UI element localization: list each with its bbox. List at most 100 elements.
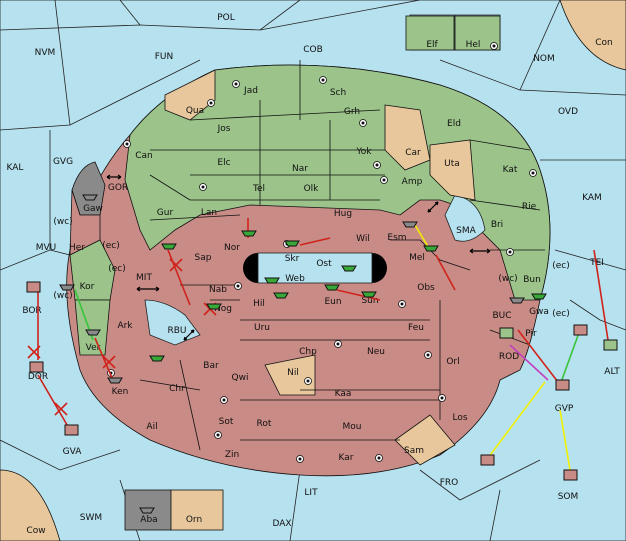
province-orn[interactable] xyxy=(170,489,224,531)
label-som: SOM xyxy=(558,492,579,502)
unit-army-red xyxy=(555,379,570,391)
supply-center-marker xyxy=(490,42,498,50)
label-lit: LIT xyxy=(304,488,318,498)
label-mit: MIT xyxy=(136,273,152,283)
label-swm: SWM xyxy=(80,513,102,523)
label-esm: Esm xyxy=(387,233,406,243)
province-qua[interactable] xyxy=(164,69,216,121)
unit-army-green xyxy=(241,230,257,237)
label-ark: Ark xyxy=(117,321,133,331)
supply-center-marker xyxy=(334,340,342,348)
label-wc-kor: (wc) xyxy=(53,291,72,301)
label-ovd: OVD xyxy=(558,107,578,117)
label-wil: Wil xyxy=(356,234,370,244)
units xyxy=(26,194,618,514)
supply-center-marker xyxy=(506,248,514,256)
label-wc-gaw: (wc) xyxy=(53,217,72,227)
unit-army-green xyxy=(361,291,377,298)
order-support-yellow xyxy=(487,381,546,459)
supply-center-marker xyxy=(375,454,383,462)
province-nil[interactable] xyxy=(264,354,316,396)
label-cow: Cow xyxy=(26,526,45,536)
unit-army-green xyxy=(341,265,357,272)
label-gvp: GVP xyxy=(555,404,574,414)
label-hel: Hel xyxy=(466,40,481,50)
label-gor: GOR xyxy=(108,183,128,193)
label-car: Car xyxy=(405,148,421,158)
label-pol: POL xyxy=(217,13,235,23)
label-eld: Eld xyxy=(447,119,461,129)
province-elf[interactable] xyxy=(405,15,455,51)
label-sot: Sot xyxy=(219,417,234,427)
supply-center-marker xyxy=(380,176,388,184)
unit-army-red xyxy=(563,469,578,481)
supply-center-marker xyxy=(529,169,537,177)
label-bri: Bri xyxy=(491,220,503,230)
label-sun: Sun xyxy=(361,296,378,306)
sea-rbu-inlet xyxy=(144,299,201,346)
label-obs: Obs xyxy=(417,283,435,293)
supply-center-marker xyxy=(220,396,228,404)
supply-center-marker xyxy=(207,99,215,107)
unit-army-green xyxy=(284,240,300,247)
label-gvg: GVG xyxy=(53,157,73,167)
label-bun: Bun xyxy=(523,275,541,285)
label-elf: Elf xyxy=(426,40,438,50)
supply-center-marker xyxy=(296,455,304,463)
province-kor[interactable] xyxy=(69,239,116,301)
order-move-red xyxy=(336,289,381,301)
label-olk: Olk xyxy=(304,184,320,194)
unit-army-green xyxy=(149,355,165,362)
unit-fleet-grey xyxy=(85,329,101,336)
label-ec-bun: (ec) xyxy=(552,261,570,271)
label-alt: ALT xyxy=(604,367,620,377)
label-web: Web xyxy=(285,274,305,284)
label-kaa: Kaa xyxy=(335,389,352,399)
order-move-red xyxy=(94,337,113,379)
label-kal: KAL xyxy=(7,163,24,173)
province-her[interactable] xyxy=(69,189,101,256)
label-hug: Hug xyxy=(334,209,352,219)
province-gaw[interactable] xyxy=(71,161,106,216)
label-nor: Nor xyxy=(224,243,240,253)
label-aba: Aba xyxy=(140,515,157,525)
label-hil: Hil xyxy=(253,299,265,309)
canal-east xyxy=(372,253,387,283)
label-elc: Elc xyxy=(217,158,230,168)
label-fun: FUN xyxy=(155,52,174,62)
order-convoy-magenta xyxy=(509,344,549,381)
province-car[interactable] xyxy=(384,104,431,171)
order-move-red xyxy=(435,254,456,291)
label-orl: Orl xyxy=(446,357,459,367)
order-support-yellow xyxy=(559,409,571,471)
label-nar: Nar xyxy=(292,164,308,174)
label-jos: Jos xyxy=(217,124,231,134)
province-sam[interactable] xyxy=(394,414,456,466)
label-uru: Uru xyxy=(254,323,270,333)
supply-center-marker xyxy=(234,282,242,290)
label-bor: BOR xyxy=(22,306,41,316)
label-sch: Sch xyxy=(330,88,346,98)
order-move-red xyxy=(37,374,71,431)
label-zin: Zin xyxy=(225,450,239,460)
province-hel[interactable] xyxy=(454,15,501,51)
label-eun: Eun xyxy=(324,297,341,307)
province-uta[interactable] xyxy=(429,139,476,201)
failed-marker xyxy=(102,355,116,369)
unit-fleet-grey xyxy=(509,297,525,304)
label-nab: Nab xyxy=(209,285,227,295)
unit-army-red xyxy=(29,361,44,373)
supply-center-marker xyxy=(359,119,367,127)
label-kar: Kar xyxy=(339,453,354,463)
label-feu: Feu xyxy=(408,323,424,333)
label-pir: Pir xyxy=(525,329,537,339)
sea-labels: POL FUN COB NVM NOM KAL GVG OVD GOR KAM … xyxy=(7,13,621,529)
unit-army-green xyxy=(206,303,222,310)
label-mvu: MVU xyxy=(36,243,57,253)
label-gwa: Gwa xyxy=(529,307,549,317)
label-cob: COB xyxy=(303,45,323,55)
label-sap: Sap xyxy=(195,253,212,263)
label-ec-kor: (ec) xyxy=(108,264,126,274)
unit-fleet-grey xyxy=(107,377,123,384)
